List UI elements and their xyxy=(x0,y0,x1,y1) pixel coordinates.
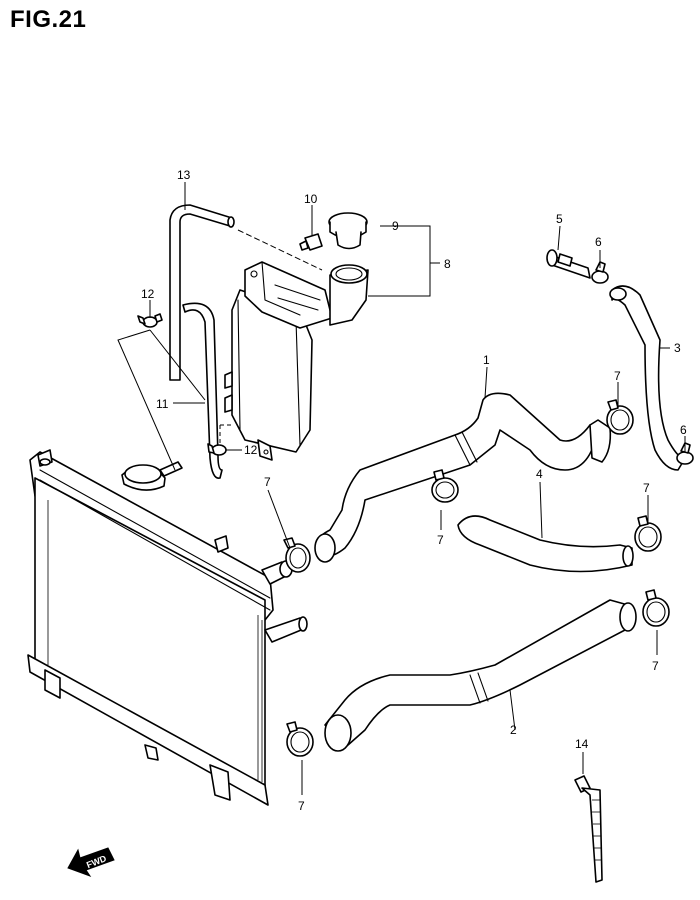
bolt xyxy=(299,233,323,251)
callout-7c: 7 xyxy=(643,481,650,495)
callout-labels: 13 10 9 8 5 6 12 3 1 7 11 6 12 4 7 7 7 7… xyxy=(141,168,687,813)
hose-clamp-7a xyxy=(283,537,311,573)
callout-7e: 7 xyxy=(652,659,659,673)
callout-10: 10 xyxy=(304,192,318,206)
fwd-arrow-icon: FWD xyxy=(67,847,115,877)
hose-clamp-7c xyxy=(431,469,459,503)
callout-7d: 7 xyxy=(437,533,444,547)
upper-radiator-hose xyxy=(314,392,612,563)
hose-clamp-7b xyxy=(606,399,634,435)
callout-6b: 6 xyxy=(680,423,687,437)
callout-12b: 12 xyxy=(244,443,258,457)
callout-1: 1 xyxy=(483,353,490,367)
callout-7f: 7 xyxy=(298,799,305,813)
callout-6a: 6 xyxy=(595,235,602,249)
callout-12a: 12 xyxy=(141,287,155,301)
callout-4: 4 xyxy=(536,467,543,481)
hose-11 xyxy=(182,302,223,479)
callout-14: 14 xyxy=(575,737,589,751)
hose-clamp-7f xyxy=(286,721,314,757)
callout-3: 3 xyxy=(674,341,681,355)
fitting-5 xyxy=(546,249,591,279)
callout-8: 8 xyxy=(444,257,451,271)
reservoir-tank xyxy=(224,261,369,461)
small-clamp-12a xyxy=(137,313,163,328)
callout-2: 2 xyxy=(510,723,517,737)
callout-7a: 7 xyxy=(614,369,621,383)
overflow-hose-13 xyxy=(169,204,235,381)
callout-7b: 7 xyxy=(264,475,271,489)
cable-tie-14 xyxy=(574,775,603,883)
clamp-6b xyxy=(676,442,694,465)
reservoir-cap xyxy=(328,212,368,250)
bypass-hose-4 xyxy=(457,515,634,573)
callout-13: 13 xyxy=(177,168,191,182)
lower-radiator-hose xyxy=(324,599,637,752)
figure-title: FIG.21 xyxy=(10,6,87,33)
callout-5: 5 xyxy=(556,212,563,226)
hose-clamp-7e xyxy=(642,589,670,627)
hose-clamp-7d xyxy=(634,515,662,552)
heater-hose-3 xyxy=(609,285,685,471)
radiator xyxy=(27,449,308,806)
callout-11: 11 xyxy=(156,397,169,411)
leader-lines xyxy=(117,182,686,795)
callout-9: 9 xyxy=(392,219,399,233)
